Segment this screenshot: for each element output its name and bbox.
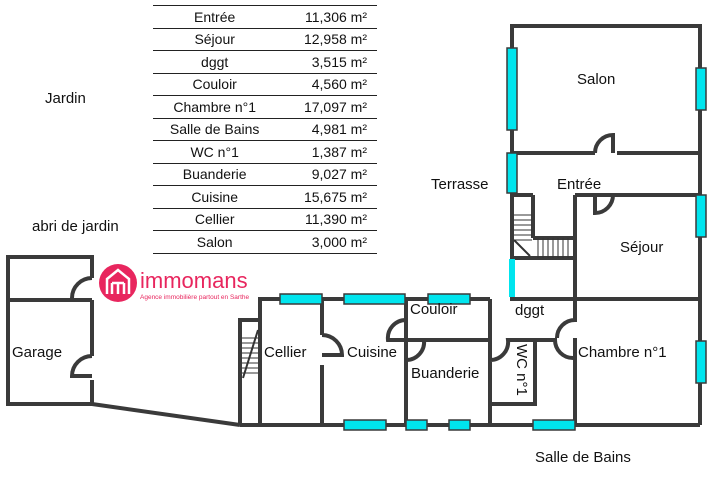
label-entree: Entrée	[557, 176, 601, 193]
room-area: 11,390 m²	[276, 208, 377, 231]
label-dggt: dggt	[515, 302, 545, 319]
label-jardin: Jardin	[45, 90, 86, 107]
label-chambre: Chambre n°1	[578, 344, 667, 361]
room-name: Entrée	[153, 5, 277, 29]
room-area: 3,000 m²	[276, 230, 377, 254]
label-salon: Salon	[577, 71, 615, 88]
room-name: Cuisine	[153, 185, 277, 209]
room-area: 9,027 m²	[276, 163, 377, 186]
room-name: Salon	[153, 230, 277, 254]
label-couloir: Couloir	[410, 301, 458, 318]
label-sejour: Séjour	[620, 239, 663, 256]
label-terrasse: Terrasse	[431, 176, 489, 193]
logo-brand: immomans	[140, 268, 248, 293]
immomans-watermark: immomans Agence immobilière partout en S…	[99, 264, 250, 302]
house-icon	[105, 268, 131, 294]
room-area: 3,515 m²	[276, 50, 377, 74]
room-name: Cellier	[153, 208, 277, 231]
room-name: Couloir	[153, 73, 277, 96]
label-cuisine: Cuisine	[347, 344, 397, 361]
room-name: WC n°1	[153, 140, 277, 164]
label-sdb: Salle de Bains	[535, 449, 631, 466]
room-area: 1,387 m²	[276, 140, 377, 164]
room-area: 15,675 m²	[276, 185, 377, 209]
room-name: Chambre n°1	[153, 95, 277, 119]
label-wc: WC n°1	[513, 344, 530, 396]
room-name: Buanderie	[153, 163, 277, 186]
stairs	[242, 214, 569, 379]
room-name: Salle de Bains	[153, 118, 277, 141]
room-name: dggt	[153, 50, 277, 74]
label-abri: abri de jardin	[32, 218, 119, 235]
room-area: 17,097 m²	[276, 95, 377, 119]
label-garage: Garage	[12, 344, 62, 361]
room-labels: Jardin abri de jardin Garage Terrasse Sa…	[12, 71, 667, 466]
logo-tagline: Agence immobilière partout en Sarthe	[140, 294, 250, 301]
room-area: 4,981 m²	[276, 118, 377, 141]
label-buanderie: Buanderie	[411, 365, 479, 382]
label-cellier: Cellier	[264, 344, 307, 361]
room-area: 4,560 m²	[276, 73, 377, 96]
room-area: 12,958 m²	[276, 28, 377, 51]
room-name: Séjour	[153, 28, 277, 51]
room-area: 11,306 m²	[276, 5, 377, 29]
windows	[279, 47, 707, 431]
